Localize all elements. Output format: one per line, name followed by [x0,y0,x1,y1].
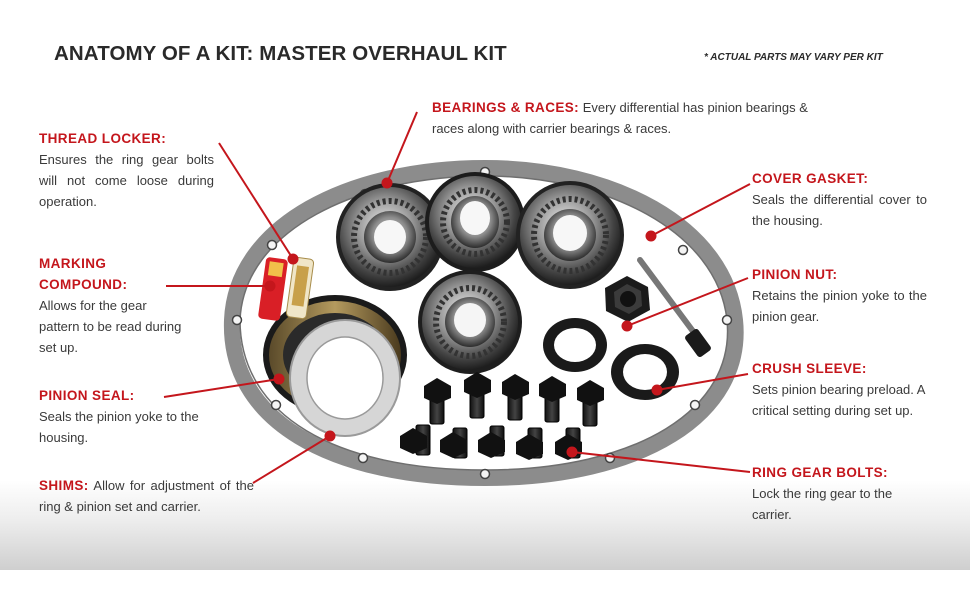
callout-crush-sleeve: CRUSH SLEEVE: Sets pinion bearing preloa… [752,358,927,421]
callout-text: Seals the differential cover to the hous… [752,192,927,228]
callout-heading: CRUSH SLEEVE: [752,361,867,376]
callout-cover-gasket: COVER GASKET: Seals the differential cov… [752,168,927,231]
callout-bearings-races: BEARINGS & RACES: Every differential has… [432,97,832,139]
callout-shims: SHIMS: Allow for adjustment of the ring … [39,475,254,517]
callout-text: Retains the pinion yoke to the pinion ge… [752,288,927,324]
callout-ring-gear-bolts: RING GEAR BOLTS: Lock the ring gear to t… [752,462,932,525]
callout-heading: SHIMS: [39,478,89,493]
callout-text: Allow for adjustment of the ring & pinio… [39,478,254,514]
callout-text: Ensures the ring gear bolts will not com… [39,152,214,209]
callout-text: Every differential has pinion bearings &… [432,100,808,136]
callout-text: Allows for the gear pattern to be read d… [39,298,182,355]
floor-shadow [0,480,970,570]
bearing-pinion [418,270,522,374]
callout-heading: PINION SEAL: [39,388,135,403]
callout-heading: BEARINGS & RACES: [432,100,580,115]
bottom-margin [0,570,970,600]
disclaimer-note: * ACTUAL PARTS MAY VARY PER KIT [704,52,883,63]
callout-heading: COVER GASKET: [752,171,869,186]
pinion-nut [605,276,650,322]
callout-marking-compound: MARKING COMPOUND: Allows for the gear pa… [39,253,189,358]
page-title: ANATOMY OF A KIT: MASTER OVERHAUL KIT [54,42,507,65]
crush-sleeves [543,318,679,400]
callout-heading: THREAD LOCKER: [39,131,167,146]
shim [289,319,401,437]
callout-heading: RING GEAR BOLTS: [752,465,888,480]
callout-text: Lock the ring gear to the carrier. [752,486,893,522]
bearing-left [336,183,444,291]
leader-lines [163,111,751,484]
marking-brush [637,257,711,358]
callout-heading: PINION NUT: [752,267,838,282]
callout-pinion-nut: PINION NUT: Retains the pinion yoke to t… [752,264,927,327]
callout-text: Sets pinion bearing preload. A critical … [752,382,925,418]
bearing-center [425,172,525,272]
callout-pinion-seal: PINION SEAL: Seals the pinion yoke to th… [39,385,219,448]
ring-gear-bolts [400,372,604,460]
callout-heading: MARKING COMPOUND: [39,256,128,292]
callout-text: Seals the pinion yoke to the housing. [39,409,199,445]
callout-thread-locker: THREAD LOCKER: Ensures the ring gear bol… [39,128,214,212]
bearing-right [516,181,624,289]
bearings [336,172,624,374]
thread-locker-tube [258,256,315,321]
